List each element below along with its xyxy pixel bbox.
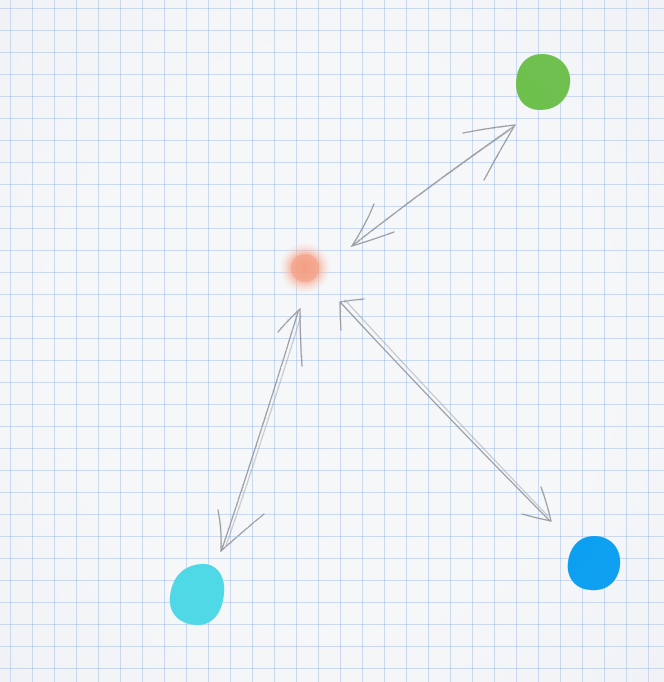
edge-line <box>221 311 299 550</box>
arrowhead-icon <box>521 486 552 522</box>
edge-line <box>355 129 511 244</box>
edge-center-blue <box>339 298 552 522</box>
center-node <box>279 242 331 294</box>
blue-node <box>567 536 621 591</box>
edge-line <box>340 302 551 522</box>
edge-line <box>225 315 302 547</box>
edge-line <box>344 299 549 517</box>
arrowhead-icon <box>339 298 365 331</box>
arrowhead-icon <box>277 307 303 367</box>
green-node <box>516 54 571 110</box>
edge-center-cyan <box>217 307 303 553</box>
arrowhead-icon <box>350 203 395 248</box>
cyan-node <box>169 563 225 626</box>
arrowhead-icon <box>217 509 265 553</box>
arrowhead-icon <box>462 124 517 181</box>
edge-center-green <box>350 124 517 248</box>
